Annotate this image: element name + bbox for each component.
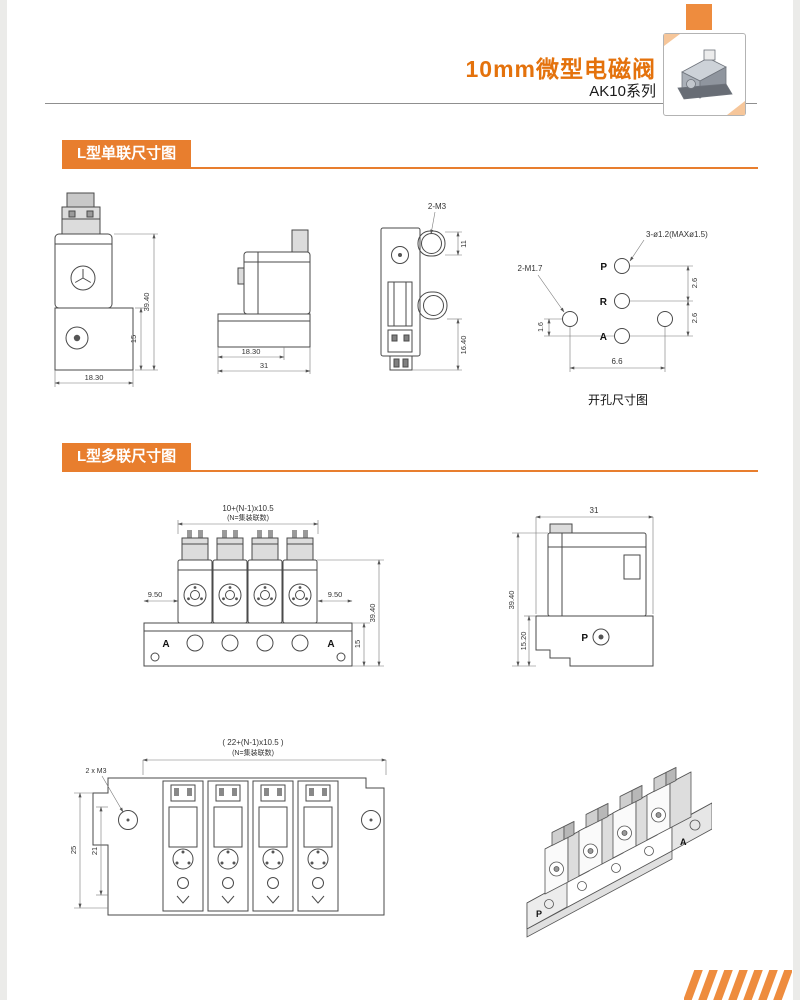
single-face-dims	[412, 211, 462, 371]
manifold-side-view: 31 39.40 15.20 P	[507, 506, 654, 667]
single-front-view: 15 39.40 18.30	[54, 192, 158, 387]
dim-inner: 11	[459, 240, 468, 248]
page-title: 10mm微型电磁阀	[465, 56, 656, 82]
manifold-front-dims	[143, 520, 384, 667]
dim-base-height: 15	[353, 640, 362, 648]
single-front-dims	[54, 233, 158, 387]
port-label-a-right: A	[327, 639, 334, 650]
manifold-iso-view: A P	[526, 766, 712, 938]
dim-base-height: 15.20	[519, 632, 528, 651]
section-title-single: L型单联尺寸图	[62, 140, 192, 167]
port-label-r: R	[600, 297, 608, 308]
section-title-multi: L型多联尺寸图	[62, 443, 192, 470]
hole-port-r	[614, 293, 630, 309]
section-title-multi-label: L型多联尺寸图	[77, 448, 177, 465]
hole-pattern-circles	[562, 258, 673, 344]
dim-pitch-note: (N=集装联数)	[227, 513, 269, 522]
dim-right-margin: 9.50	[328, 590, 343, 599]
series-subtitle: AK10系列	[589, 83, 656, 100]
manifold-bottom-view: ( 22+(N-1)x10.5 ) (N=集装联数) 2 x M3 25 21	[69, 738, 387, 916]
hole-screw-right	[657, 311, 673, 327]
manifold-bottom-outline	[92, 777, 385, 916]
section-rule-multi	[62, 470, 758, 472]
single-face-outline	[380, 227, 448, 371]
manifold-front-view: 10+(N-1)x10.5 (N=集装联数) 9.50 9.50 15 39.4…	[143, 504, 384, 667]
single-front-outline	[54, 192, 134, 371]
dim-span: 6.6	[611, 357, 623, 366]
dim-r-to-a: 2.6	[690, 313, 699, 323]
manifold-side-dims	[512, 515, 654, 667]
page-edge-left	[0, 0, 7, 1000]
dim-length-note: (N=集装联数)	[232, 748, 274, 757]
dim-offset: 1.6	[538, 322, 545, 332]
port-label-a: A	[600, 332, 607, 343]
dim-total-width: 31	[260, 361, 268, 370]
port-label-a-left: A	[162, 639, 169, 650]
label-mount-holes: 2 x M3	[85, 768, 106, 775]
iso-port-label-a: A	[680, 837, 687, 847]
port-label-p: P	[581, 633, 588, 644]
dim-p-to-r: 2.6	[690, 278, 699, 288]
dim-height-outer: 25	[69, 846, 78, 854]
iso-port-label-p: P	[536, 909, 542, 919]
iso-valves	[544, 766, 692, 895]
section-title-single-label: L型单联尺寸图	[77, 145, 177, 162]
dim-depth: 31	[590, 506, 599, 515]
dim-body-width: 18.30	[242, 347, 261, 356]
header-divider	[45, 103, 757, 104]
dim-height: 16.40	[459, 336, 468, 355]
manifold-front-outline	[143, 530, 353, 667]
dim-height-inner: 21	[90, 847, 99, 855]
dim-left-margin: 9.50	[148, 590, 163, 599]
dim-total-height: 39.40	[507, 591, 516, 610]
hole-screw-left	[562, 311, 578, 327]
single-side-dims	[217, 347, 311, 374]
footer-stripes	[684, 970, 792, 1000]
product-photo	[663, 33, 746, 116]
single-side-outline	[217, 229, 311, 348]
dim-width: 18.30	[85, 373, 104, 382]
dim-base-height: 15	[129, 335, 138, 343]
dim-pitch: 10+(N-1)x10.5	[222, 504, 274, 513]
page-edge-right	[793, 0, 800, 1000]
hole-port-a	[614, 328, 630, 344]
hole-pattern-view: 3-ø1.2(MAXø1.5) 2-M1.7 P R A 2.6 2.6 1.6…	[518, 230, 709, 407]
label-screw-holes: 2-M1.7	[518, 264, 543, 273]
corner-accent	[686, 4, 712, 30]
dim-total-height: 39.40	[368, 604, 377, 623]
manifold-bottom-dims	[74, 758, 387, 909]
port-label-p: P	[600, 262, 607, 273]
hole-port-p	[614, 258, 630, 274]
label-mount-holes: 2-M3	[428, 202, 447, 211]
manifold-side-outline	[535, 523, 654, 667]
single-face-view: 2-M3 11 16.40	[380, 202, 468, 371]
single-side-view: 18.30 31	[217, 229, 311, 374]
product-photo-drawing	[664, 34, 745, 115]
hole-pattern-dims	[537, 239, 693, 372]
label-port-holes: 3-ø1.2(MAXø1.5)	[646, 230, 708, 239]
hole-pattern-caption: 开孔尺寸图	[588, 393, 648, 407]
section-rule-single	[62, 167, 758, 169]
dim-total-height: 39.40	[142, 293, 151, 312]
dim-length: ( 22+(N-1)x10.5 )	[222, 738, 283, 747]
